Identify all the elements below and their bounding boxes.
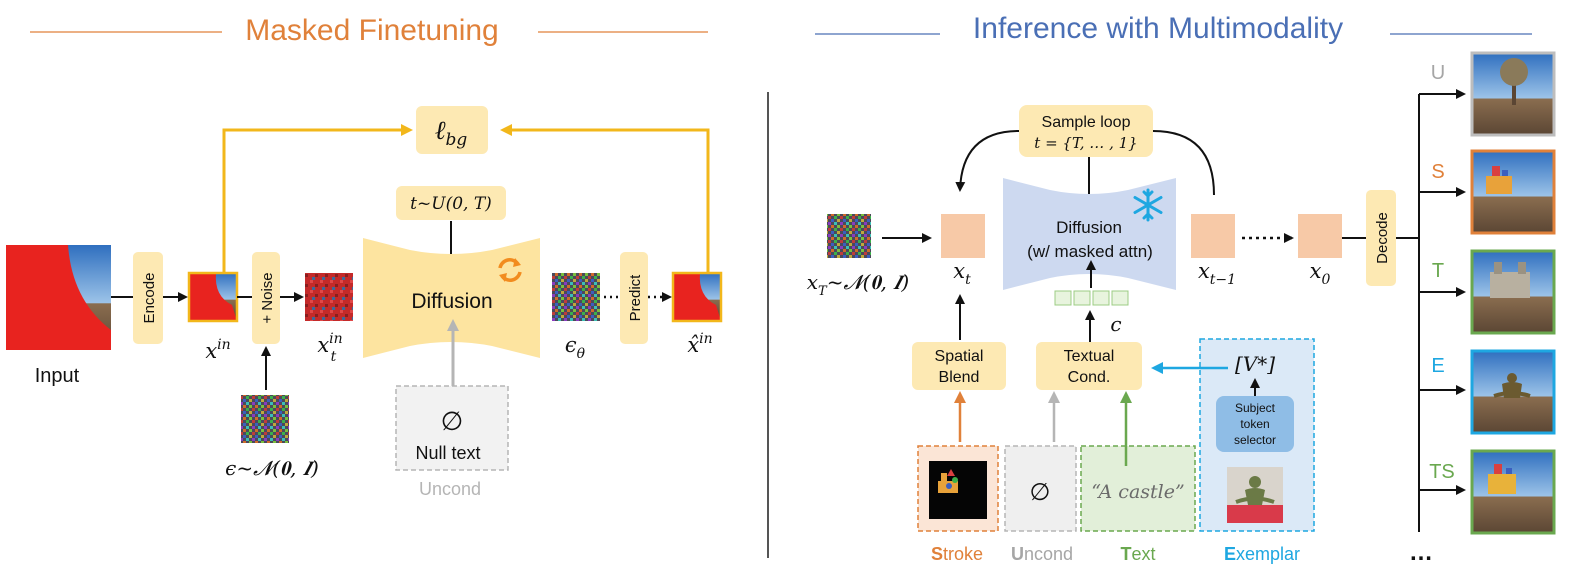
castle-prompt: “A castle”	[1091, 481, 1184, 503]
noise-box	[252, 252, 280, 344]
output-e: E	[1419, 349, 1556, 435]
more-outputs-ellipsis: …	[1409, 539, 1433, 566]
xT-label: xT~𝓝(𝟎, 𝑰)	[807, 270, 909, 299]
uncond-input-box	[1004, 445, 1077, 532]
legend-uncond: Uncond	[1011, 544, 1073, 564]
predict-label: Predict	[627, 274, 644, 322]
xt-latent	[941, 214, 985, 258]
textual-cond-box	[1036, 342, 1142, 390]
condition-tokens	[1054, 290, 1129, 306]
input-label: Input	[35, 365, 80, 387]
spatial-blend-label-2: Blend	[939, 369, 980, 386]
sample-loop-label: Sample loop	[1042, 114, 1131, 131]
xT-noise-image	[827, 214, 871, 258]
output-e-label: E	[1431, 355, 1444, 377]
input-image	[6, 245, 111, 350]
xt-in-latent	[305, 273, 353, 321]
subject-selector-box	[1216, 396, 1294, 452]
diffusion-model-right	[1003, 178, 1176, 290]
decode-label: Decode	[1374, 212, 1391, 264]
noise-distribution-label: ϵ~𝓝(𝟎, 𝑰)	[225, 456, 319, 480]
x0-latent	[1298, 214, 1342, 258]
x-in-label: xin	[205, 337, 230, 363]
decode-box	[1366, 190, 1396, 286]
epsilon-noise-image	[241, 395, 289, 443]
spatial-blend-label-1: Spatial	[935, 348, 984, 365]
diffusion-model-left	[363, 238, 540, 358]
output-s-label: S	[1431, 161, 1444, 183]
encode-label: Encode	[141, 273, 158, 324]
diffusion-label-right-2: (w/ masked attn)	[1027, 242, 1153, 261]
inference-title: Inference with Multimodality	[973, 12, 1343, 45]
sample-loop-box	[1019, 105, 1153, 157]
timestep-box	[396, 186, 506, 220]
output-u-label: U	[1431, 62, 1445, 84]
x-hat-in-label: x̂in	[687, 331, 712, 357]
output-t: T	[1419, 249, 1556, 335]
x-in-latent	[187, 271, 239, 323]
epsilon-theta-label: ϵθ	[565, 333, 586, 362]
loss-box	[416, 106, 488, 154]
timestep-label: t~U(0, T)	[410, 194, 492, 214]
output-t-label: T	[1432, 260, 1444, 282]
loss-arrow-left	[222, 124, 413, 273]
output-s: S	[1419, 149, 1556, 235]
vstar-label: [V*]	[1235, 352, 1275, 376]
output-u: U	[1419, 51, 1556, 137]
c-label: c	[1110, 312, 1121, 336]
encode-box	[133, 252, 163, 344]
refresh-icon	[498, 258, 522, 282]
xt-minus-1-label: xt−1	[1198, 259, 1236, 288]
predict-box	[620, 252, 648, 344]
loss-label: ℓbg	[435, 116, 468, 150]
null-symbol-right: ∅	[1030, 479, 1051, 506]
diffusion-label-left: Diffusion	[411, 290, 492, 313]
snowflake-icon	[1133, 188, 1163, 222]
loop-arrow-left	[955, 130, 1020, 192]
masked-finetuning-title: Masked Finetuning	[245, 14, 498, 47]
loss-arrow-right	[500, 124, 710, 273]
legend-exemplar: Exemplar	[1224, 544, 1300, 564]
xt-label: xt	[953, 259, 971, 288]
uncond-label-left: Uncond	[419, 479, 481, 499]
subject-selector-label-3: selector	[1234, 433, 1276, 447]
sample-loop-range: t = {T, … , 1}	[1034, 134, 1137, 152]
noise-label: + Noise	[259, 272, 276, 323]
diffusion-label-right-1: Diffusion	[1056, 218, 1122, 237]
legend-stroke: Stroke	[931, 544, 983, 564]
x-hat-in-latent	[671, 271, 723, 323]
textual-cond-label-1: Textual	[1064, 348, 1115, 365]
x0-label: x0	[1310, 259, 1331, 288]
output-ts: TS	[1419, 449, 1556, 535]
legend-text: Text	[1120, 544, 1155, 564]
null-text-label: Null text	[415, 443, 480, 463]
subject-selector-label-1: Subject	[1235, 401, 1276, 415]
modality-legend: Stroke Uncond Text Exemplar	[931, 544, 1300, 564]
loop-arrow-right	[1152, 130, 1215, 196]
epsilon-theta-image	[552, 273, 600, 321]
exemplar-image	[1227, 467, 1283, 523]
spatial-blend-box	[912, 342, 1006, 390]
textual-cond-label-2: Cond.	[1068, 369, 1111, 386]
null-symbol-left: ∅	[441, 406, 464, 436]
stroke-image	[929, 461, 987, 519]
xt-minus-1-latent	[1191, 214, 1235, 258]
null-text-box	[395, 385, 509, 471]
output-ts-label: TS	[1429, 461, 1455, 483]
subject-selector-label-2: token	[1240, 417, 1269, 431]
text-input-box	[1080, 445, 1196, 532]
